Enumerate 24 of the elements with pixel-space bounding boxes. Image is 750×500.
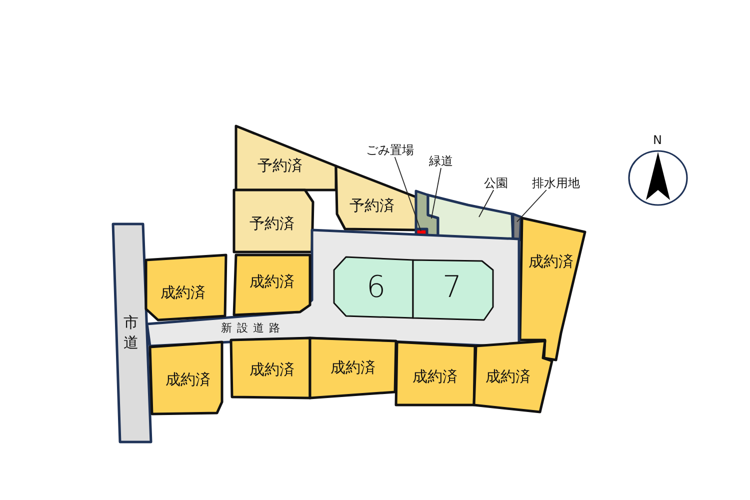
lot-status-label: 予約済 (258, 158, 302, 174)
road-label: 市道 (124, 314, 138, 352)
leader-line (394, 156, 422, 232)
lot-status-label: 予約済 (250, 216, 294, 232)
callout-text: 公園 (484, 177, 508, 189)
lot-status-label: 成約済 (166, 372, 210, 388)
lot-status-label: 予約済 (350, 198, 394, 214)
leader-line (430, 168, 442, 220)
callout-text: 緑道 (429, 155, 453, 167)
lot-number: 7 (442, 273, 462, 303)
lot-status-label: 成約済 (330, 360, 376, 376)
leader-line (516, 190, 547, 222)
lot-status-label: 成約済 (528, 254, 574, 270)
lot-status-label: 成約済 (160, 286, 206, 300)
callout-text: 排水用地 (532, 177, 580, 189)
lot-status-label: 成約済 (250, 362, 294, 378)
lot-number: 6 (366, 273, 386, 303)
lot-status-label: 成約済 (412, 370, 458, 384)
road-label: 新設道路 (221, 322, 285, 334)
lot-status-label: 成約済 (486, 370, 530, 384)
lot-status-label: 成約済 (250, 274, 294, 290)
callout-text: ごみ置場 (366, 144, 414, 156)
north-label: N (653, 134, 662, 146)
leader-line (478, 190, 494, 218)
